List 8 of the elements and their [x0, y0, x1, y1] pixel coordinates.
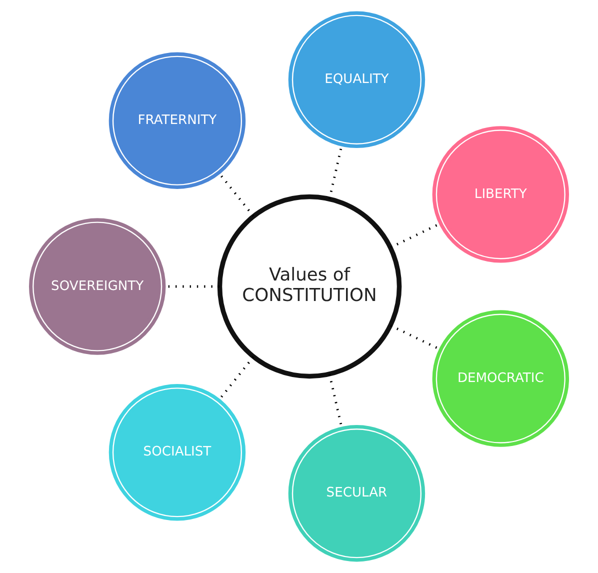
- node-circle: Values of CONSTITUTION: [217, 194, 402, 379]
- node-circle: DEMOCRATIC: [432, 310, 570, 447]
- node-circle: SOVEREIGNTY: [28, 218, 166, 355]
- node-circle: SOCIALIST: [108, 384, 246, 521]
- node-circle: FRATERNITY: [108, 52, 246, 189]
- node-circle: EQUALITY: [288, 11, 426, 148]
- node-circle: LIBERTY: [432, 126, 570, 263]
- node-circle: SECULAR: [288, 424, 426, 562]
